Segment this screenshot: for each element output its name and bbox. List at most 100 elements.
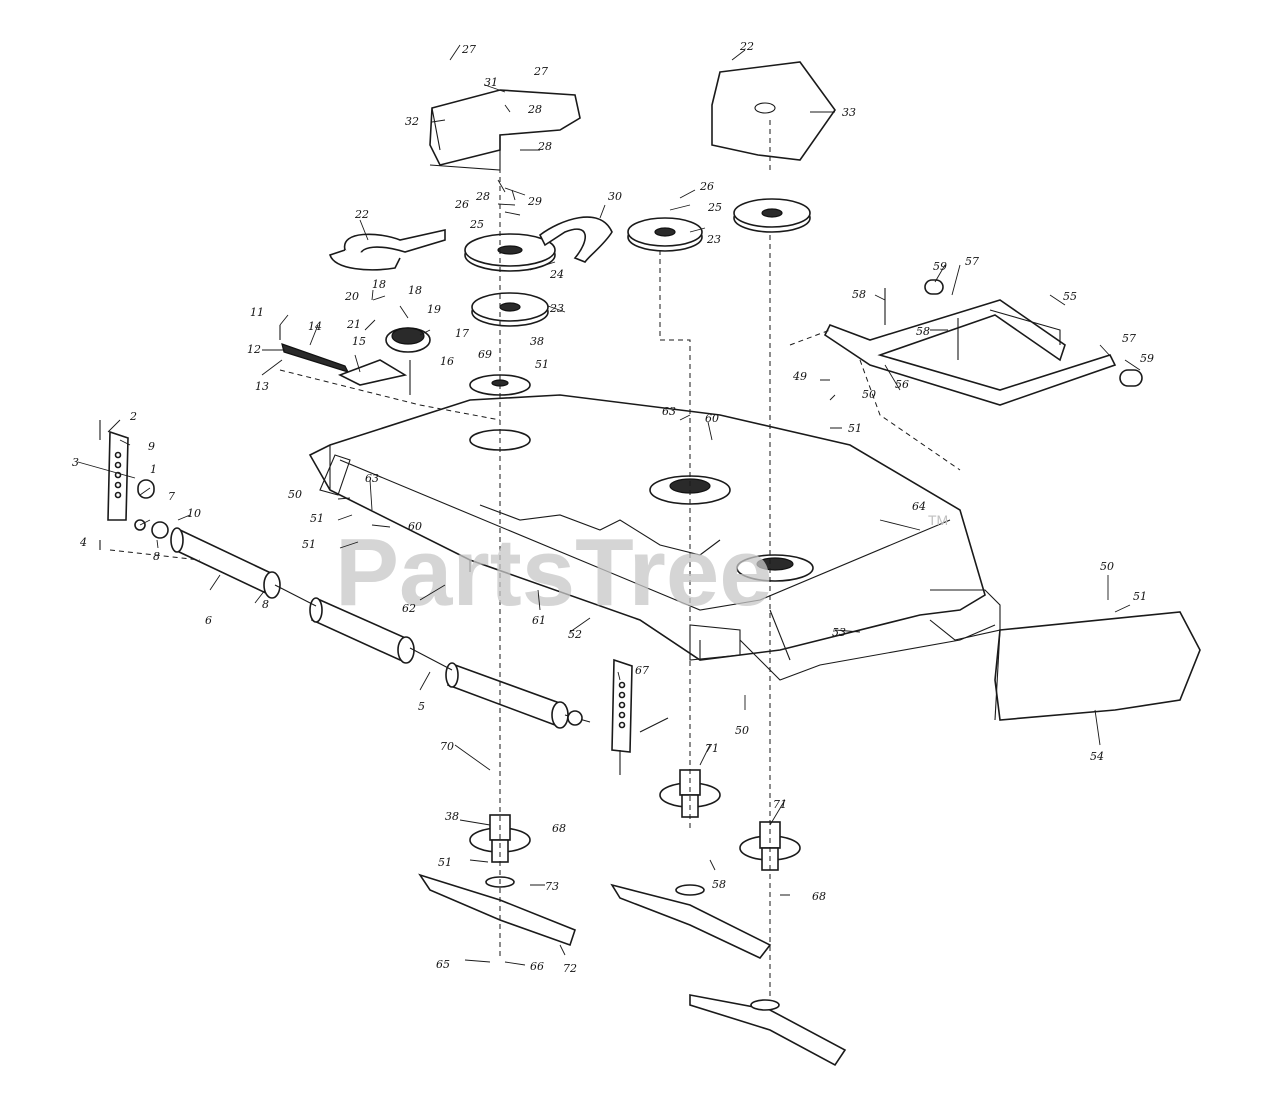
callout-4: 4 xyxy=(79,536,87,549)
callout-18: 18 xyxy=(372,278,386,291)
callout-25-b: 25 xyxy=(707,201,722,214)
callout-26: 26 xyxy=(454,198,469,211)
callout-73: 73 xyxy=(545,880,559,893)
watermark: PartsTree TM xyxy=(335,512,948,626)
callout-52: 52 xyxy=(568,628,582,641)
watermark-text: PartsTree xyxy=(335,519,773,626)
callout-27: 27 xyxy=(461,43,476,56)
callout-30: 30 xyxy=(608,190,622,203)
callout-57: 57 xyxy=(965,255,979,268)
callout-33: 33 xyxy=(842,106,856,119)
chute-deflector xyxy=(994,611,1201,721)
callout-3: 3 xyxy=(72,456,79,469)
callout-57-b: 57 xyxy=(1122,332,1136,345)
callout-23: 23 xyxy=(549,302,564,315)
callout-51-b: 51 xyxy=(302,538,316,551)
watermark-trademark: TM xyxy=(928,512,948,528)
callout-leaders xyxy=(77,44,1141,966)
callout-63-b: 63 xyxy=(662,405,676,418)
callout-50-b: 50 xyxy=(862,388,876,401)
callout-53: 53 xyxy=(832,626,846,639)
callout-59-b: 59 xyxy=(1140,352,1154,365)
callout-26-b: 26 xyxy=(699,180,714,193)
callout-14: 14 xyxy=(308,320,322,333)
callout-28-c: 28 xyxy=(475,190,490,203)
callout-27-b: 27 xyxy=(533,65,548,78)
height-brackets xyxy=(99,420,669,775)
callout-11: 11 xyxy=(250,306,264,319)
callout-69: 69 xyxy=(478,348,492,361)
callout-71-b: 71 xyxy=(773,798,787,811)
callout-18-b: 18 xyxy=(408,284,422,297)
callout-70: 70 xyxy=(440,740,454,753)
callout-24: 24 xyxy=(549,268,564,281)
callout-16: 16 xyxy=(440,355,454,368)
callout-labels: 1 2 3 4 5 6 7 8 8 9 10 11 12 13 14 15 16… xyxy=(72,40,1154,975)
callout-62: 62 xyxy=(402,602,416,615)
callout-61: 61 xyxy=(532,614,546,627)
callout-25: 25 xyxy=(469,218,484,231)
callout-51-f: 51 xyxy=(438,856,452,869)
callout-28: 28 xyxy=(527,103,542,116)
callout-22-b: 22 xyxy=(739,40,754,53)
callout-23-b: 23 xyxy=(706,233,721,246)
callout-71: 71 xyxy=(705,742,719,755)
callout-60-b: 60 xyxy=(705,412,719,425)
callout-29: 29 xyxy=(527,195,542,208)
callout-21: 21 xyxy=(346,318,361,331)
callout-56: 56 xyxy=(895,378,909,391)
callout-58-b: 58 xyxy=(916,325,930,338)
callout-20: 20 xyxy=(344,290,359,303)
spindles xyxy=(469,769,801,871)
callout-2: 2 xyxy=(129,410,137,423)
callout-58: 58 xyxy=(852,288,866,301)
callout-66: 66 xyxy=(530,960,544,973)
callout-68-b: 68 xyxy=(812,890,826,903)
callout-8-b: 8 xyxy=(262,598,269,611)
callout-49: 49 xyxy=(792,370,807,383)
callout-17: 17 xyxy=(455,327,469,340)
callout-5: 5 xyxy=(418,700,425,713)
callout-50-d: 50 xyxy=(735,724,749,737)
callout-31: 31 xyxy=(484,76,498,89)
callout-38-b: 38 xyxy=(445,810,459,823)
callout-13: 13 xyxy=(255,380,269,393)
deck-rollers xyxy=(134,519,591,729)
callout-10: 10 xyxy=(187,507,201,520)
callout-51: 51 xyxy=(310,512,324,525)
alignment-lines xyxy=(109,120,961,1000)
callout-63: 63 xyxy=(365,472,379,485)
belts xyxy=(328,216,613,271)
callout-64: 64 xyxy=(912,500,926,513)
callout-51-c: 51 xyxy=(535,358,549,371)
callout-38: 38 xyxy=(530,335,544,348)
callout-32: 32 xyxy=(405,115,419,128)
callout-19: 19 xyxy=(427,303,441,316)
callout-7: 7 xyxy=(168,490,175,503)
callout-55: 55 xyxy=(1063,290,1077,303)
hanger-bracket xyxy=(823,279,1143,406)
callout-15: 15 xyxy=(352,335,366,348)
belt-covers xyxy=(429,61,836,171)
callout-58-c: 58 xyxy=(712,878,726,891)
callout-72: 72 xyxy=(563,962,577,975)
callout-12: 12 xyxy=(247,343,261,356)
callout-68: 68 xyxy=(552,822,566,835)
callout-59: 59 xyxy=(933,260,947,273)
callout-51-d: 51 xyxy=(848,422,862,435)
callout-9: 9 xyxy=(148,440,155,453)
callout-28-b: 28 xyxy=(537,140,552,153)
callout-51-e: 51 xyxy=(1133,590,1147,603)
callout-8: 8 xyxy=(153,550,160,563)
callout-6: 6 xyxy=(205,614,212,627)
blades xyxy=(418,873,847,1067)
callout-67: 67 xyxy=(635,664,649,677)
callout-50-c: 50 xyxy=(1100,560,1114,573)
callout-60: 60 xyxy=(408,520,422,533)
callout-54: 54 xyxy=(1090,750,1104,763)
callout-65: 65 xyxy=(436,958,450,971)
idler-bracket xyxy=(279,325,411,395)
callout-1: 1 xyxy=(150,463,157,476)
callout-50: 50 xyxy=(288,488,302,501)
